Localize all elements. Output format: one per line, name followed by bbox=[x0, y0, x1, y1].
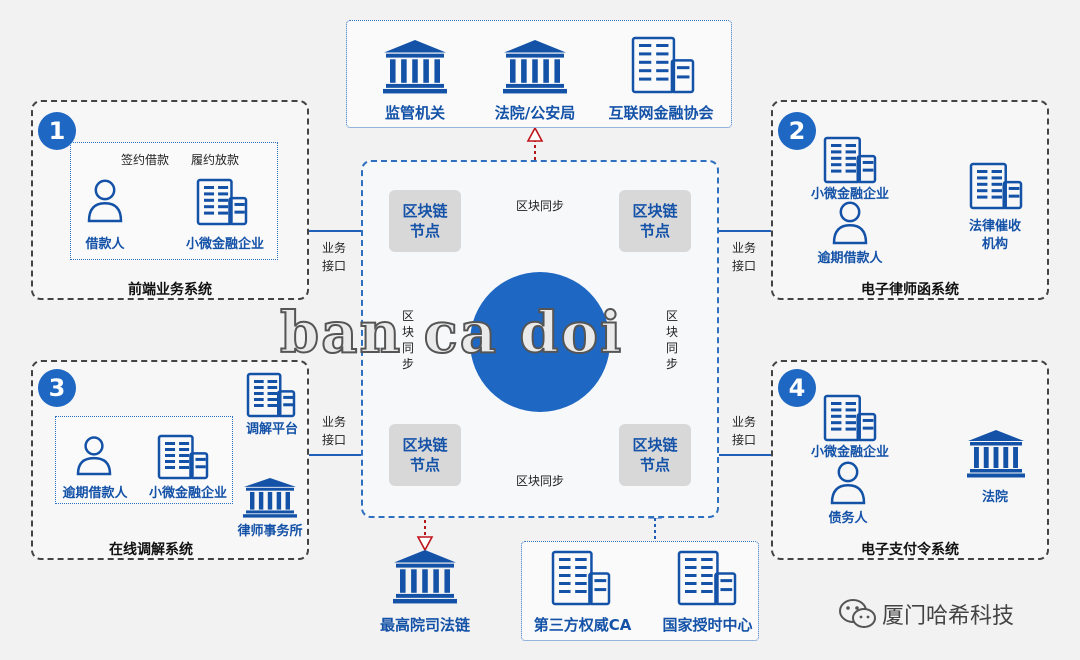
s1-enterprise-label: 小微金融企业 bbox=[185, 237, 264, 252]
sync-label-bottom: 区块同步 bbox=[515, 474, 564, 488]
s4-debtor-label: 债务人 bbox=[828, 511, 868, 526]
court-police-label: 法院/公安局 bbox=[494, 104, 576, 122]
node-label-1: 区块链 bbox=[402, 202, 448, 220]
blockchain-node-bottom-left: 区块链节点 bbox=[389, 424, 461, 486]
debtor-person-icon bbox=[830, 461, 866, 505]
iface-line: 业务 bbox=[731, 415, 756, 429]
supreme-court-bank-icon bbox=[393, 550, 457, 604]
supreme-court-label: 最高院司法链 bbox=[379, 616, 470, 634]
sync-char: 同 bbox=[665, 341, 678, 355]
s2-agency-label-2: 机构 bbox=[981, 237, 1008, 252]
s3-overdue-label: 逾期借款人 bbox=[62, 486, 128, 501]
node-label-1: 区块链 bbox=[632, 202, 678, 220]
system-4-box bbox=[771, 360, 1049, 560]
system-2-title: 电子律师函系统 bbox=[861, 282, 959, 298]
s4-enterprise-label: 小微金融企业 bbox=[810, 445, 889, 460]
ca-building-icon bbox=[551, 550, 611, 606]
s3-lawfirm-label: 律师事务所 bbox=[237, 524, 303, 539]
red-arrow-head bbox=[416, 536, 434, 552]
system-4-number: 4 bbox=[778, 369, 816, 407]
sync-label-right: 区块同步 bbox=[664, 308, 680, 372]
system-1-number: 1 bbox=[38, 112, 76, 150]
iface-line: 业务 bbox=[321, 241, 346, 255]
system-1-inner-box bbox=[70, 142, 278, 260]
s2-agency-building-icon bbox=[969, 162, 1023, 210]
red-arrow-head bbox=[526, 126, 544, 142]
s4-court-label: 法院 bbox=[981, 490, 1008, 505]
brand-name: 厦门哈希科技 bbox=[882, 604, 1015, 629]
borrower-person-icon bbox=[87, 179, 123, 223]
node-label-2: 节点 bbox=[409, 456, 440, 474]
time-center-building-icon bbox=[677, 550, 737, 606]
s1-loan-label: 履约放款 bbox=[190, 153, 239, 167]
blockchain-node-top-right: 区块链节点 bbox=[619, 190, 691, 252]
watermark-text: ban ca doi bbox=[279, 299, 624, 367]
s3-enterprise-label: 小微金融企业 bbox=[148, 486, 227, 501]
wechat-icon bbox=[839, 599, 876, 628]
iface-label-1: 业务接口 bbox=[316, 239, 352, 275]
sync-char: 块 bbox=[401, 325, 414, 339]
s2-agency-label-1: 法律催收 bbox=[968, 219, 1021, 234]
node-label-2: 节点 bbox=[639, 456, 670, 474]
ca-label: 第三方权威CA bbox=[533, 616, 632, 634]
iface-line: 接口 bbox=[321, 433, 346, 447]
iface-line: 业务 bbox=[321, 415, 346, 429]
s2-enterprise-building-icon bbox=[823, 136, 877, 184]
iface-label-2: 业务接口 bbox=[726, 239, 762, 275]
node-label-2: 节点 bbox=[409, 222, 440, 240]
s3-overdue-person-icon bbox=[76, 436, 112, 476]
s4-enterprise-building-icon bbox=[823, 394, 877, 442]
sync-char: 区 bbox=[665, 309, 678, 323]
iface-line: 接口 bbox=[321, 259, 346, 273]
sync-label-left: 区块同步 bbox=[400, 308, 416, 372]
iface-line: 业务 bbox=[731, 241, 756, 255]
court-police-bank-icon bbox=[503, 40, 567, 94]
system-2-number: 2 bbox=[778, 112, 816, 150]
sync-char: 同 bbox=[401, 341, 414, 355]
time-center-label: 国家授时中心 bbox=[662, 616, 753, 634]
s4-court-bank-icon bbox=[967, 430, 1025, 478]
blockchain-core-circle bbox=[470, 272, 610, 412]
sync-label-top: 区块同步 bbox=[515, 199, 564, 213]
sync-char: 步 bbox=[665, 357, 678, 371]
system-4-title: 电子支付令系统 bbox=[861, 542, 959, 558]
sync-char: 块 bbox=[665, 325, 678, 339]
s2-enterprise-label: 小微金融企业 bbox=[810, 187, 889, 202]
s3-platform-label: 调解平台 bbox=[245, 422, 298, 437]
regulator-bank-icon bbox=[383, 40, 447, 94]
system-3-number: 3 bbox=[38, 369, 76, 407]
s1-contract-label: 签约借款 bbox=[120, 153, 169, 167]
law-firm-bank-icon bbox=[243, 478, 297, 518]
iface-label-3: 业务接口 bbox=[316, 413, 352, 449]
sync-char: 区 bbox=[401, 309, 414, 323]
iface-line: 接口 bbox=[731, 259, 756, 273]
node-label-1: 区块链 bbox=[632, 436, 678, 454]
node-label-1: 区块链 bbox=[402, 436, 448, 454]
association-label: 互联网金融协会 bbox=[608, 104, 714, 122]
association-building-icon bbox=[631, 36, 695, 94]
s1-enterprise-building-icon bbox=[196, 178, 248, 226]
s2-overdue-person-icon bbox=[832, 201, 868, 245]
regulator-label: 监管机关 bbox=[384, 104, 445, 122]
s2-overdue-label: 逾期借款人 bbox=[817, 251, 883, 266]
system-1-title: 前端业务系统 bbox=[128, 282, 212, 298]
iface-label-4: 业务接口 bbox=[726, 413, 762, 449]
sync-char: 步 bbox=[401, 357, 414, 371]
s1-borrower-label: 借款人 bbox=[85, 237, 125, 252]
mediation-platform-building-icon bbox=[246, 372, 296, 418]
s3-enterprise-building-icon bbox=[157, 434, 209, 480]
system-3-title: 在线调解系统 bbox=[109, 542, 193, 558]
blockchain-node-bottom-right: 区块链节点 bbox=[619, 424, 691, 486]
iface-line: 接口 bbox=[731, 433, 756, 447]
blockchain-node-top-left: 区块链节点 bbox=[389, 190, 461, 252]
node-label-2: 节点 bbox=[639, 222, 670, 240]
